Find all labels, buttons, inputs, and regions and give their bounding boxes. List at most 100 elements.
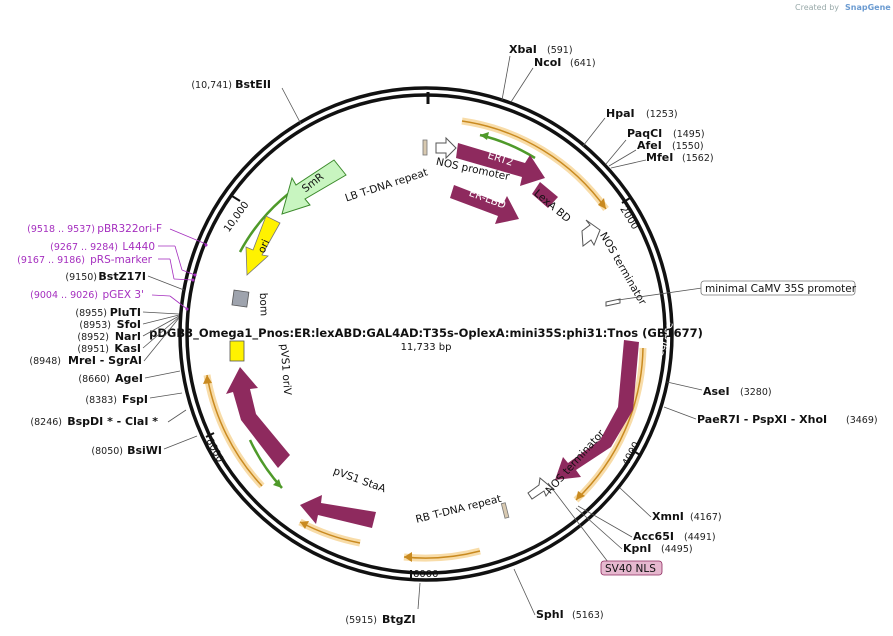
enzyme-sfoi-pos: (8953) [79,320,111,331]
er-lbd-arrow[interactable] [450,185,519,224]
enzyme-sphi[interactable]: SphI [536,608,564,621]
primer-l4440[interactable]: L4440 [122,241,155,253]
orange-arrow-left [203,375,212,384]
sv40-label: SV40 NLS [605,563,656,575]
orange-arrow-staa [300,521,309,529]
enzyme-mfei-pos: (1562) [682,153,714,164]
enzyme-bsteii-pos: (10,741) [191,80,232,91]
enzyme-afei[interactable]: AfeI [637,139,662,152]
orange-arrow-ert2 [598,198,606,209]
enzyme-btgzi[interactable]: BtgZI [382,613,416,626]
created-by-text: Created by [795,3,839,12]
enzyme-agei-pos: (8660) [78,374,110,385]
tick-label-6000: 6000 [413,569,438,580]
orange-arc-phic31-line [575,347,644,501]
enzyme-bspdi-clai-pos: (8246) [30,417,62,428]
nos-promoter-arrow[interactable] [435,136,457,160]
enzyme-sfoi[interactable]: SfoI [117,318,141,331]
orange-arrow-bottom [404,552,412,562]
primer-prs-range: (9167 .. 9186) [17,255,85,266]
enzyme-ncoi-pos: (641) [570,58,596,69]
nos-terminator-1-label: NOS terminator [597,230,649,308]
nos-terminator-2-label: NOS terminator [543,427,607,496]
enzyme-paqci[interactable]: PaqCI [627,127,662,140]
pvs1-staa-arrow[interactable] [300,495,376,528]
primer-leaders [151,228,208,311]
enzyme-kasi[interactable]: KasI [114,342,141,355]
lb-small-box[interactable] [422,139,428,156]
lb-tdna-label: LB T-DNA repeat [344,166,430,204]
primer-pbr322-range: (9518 .. 9537) [27,224,95,235]
enzyme-nari[interactable]: NarI [115,330,141,343]
enzyme-mfei[interactable]: MfeI [646,151,673,164]
bom-box[interactable] [231,289,250,308]
enzyme-fspi-pos: (8383) [85,395,117,406]
enzyme-btgzi-pos: (5915) [345,615,377,626]
camv-label: minimal CaMV 35S promoter [705,283,857,295]
plasmid-size: 11,733 bp [401,342,452,353]
primer-pgex[interactable]: pGEX 3' [102,289,144,301]
phic31-integrase-arrow[interactable] [555,340,639,480]
camv-leader [617,287,703,301]
pvs1-oriv-box[interactable] [229,340,245,362]
enzyme-hpai-pos: (1253) [646,109,678,120]
enzyme-bstz17i-pos: (9150) [65,272,97,283]
enzyme-paer7i-pspxi-xhoi[interactable]: PaeR7I - PspXI - XhoI [697,413,827,426]
backbone-outer [178,86,674,582]
nos-terminator-1-arrow[interactable] [581,219,601,247]
primer-l4440-range: (9267 .. 9284) [50,242,118,253]
snapgene-logo: SnapGene [845,3,891,12]
tick-8000 [205,432,215,438]
enzyme-bsiwi[interactable]: BsiWI [127,444,162,457]
tick-label-8000: 8000 [203,437,225,465]
enzyme-mrei-sgrai-pos: (8948) [29,356,61,367]
orange-arc-left-line [206,374,263,487]
enzyme-xmni[interactable]: XmnI [652,510,684,523]
primer-prs[interactable]: pRS-marker [90,254,153,266]
enzyme-bstz17i[interactable]: BstZ17I [98,270,146,283]
enzyme-asei[interactable]: AseI [703,385,730,398]
enzyme-xbai[interactable]: XbaI [509,43,537,56]
enzyme-bsteii[interactable]: BstEII [235,78,271,91]
enzyme-ncoi[interactable]: NcoI [534,56,561,69]
enzyme-paqci-pos: (1495) [673,129,705,140]
rb-small-box[interactable] [500,502,510,519]
enzyme-pluti-pos: (8955) [75,308,107,319]
nos-terminator-2-arrow[interactable] [527,477,553,500]
bom-label: bom [257,293,270,317]
camv-35s-box[interactable] [605,298,621,307]
smr-arrow[interactable] [281,159,347,215]
camv-callout-box[interactable] [700,280,856,296]
enzyme-hpai[interactable]: HpaI [606,107,635,120]
tick-4000 [631,449,641,456]
enzyme-kpni[interactable]: KpnI [623,542,651,555]
enzyme-kpni-pos: (4495) [661,544,693,555]
pvs1-repa-arrow[interactable] [226,367,290,468]
enzyme-mrei-sgrai[interactable]: MreI - SgrAI [68,354,142,367]
green-arrow-repa [273,479,282,488]
enzyme-asei-pos: (3280) [740,387,772,398]
primer-pbr322[interactable]: pBR322ori-F [97,223,162,235]
sv40-callout-box[interactable] [600,560,663,576]
enzyme-fspi[interactable]: FspI [122,393,148,406]
enzyme-agei[interactable]: AgeI [115,372,143,385]
enzyme-sphi-pos: (5163) [572,610,604,621]
pvs1-staa-label: pVS1 StaA [332,465,388,495]
enzyme-paer7i-pspxi-xhoi-pos: (3469) [846,415,878,426]
enzyme-acc65i-pos: (4491) [684,532,716,543]
orange-arrow-phic31 [576,491,585,500]
tick-10000 [231,195,241,202]
green-arrow-ert2 [480,132,489,140]
ert2-arrow[interactable] [456,143,545,186]
ori-arrow[interactable] [245,215,281,276]
primer-pgex-range: (9004 .. 9026) [30,290,98,301]
pvs1-oriv-label: pVS1 oriV [278,343,294,396]
enzyme-bsiwi-pos: (8050) [91,446,123,457]
plasmid-title: pDGB3_Omega1_Pnos:ER:lexABD:GAL4AD:T35s-… [149,326,703,341]
enzyme-bspdi-clai[interactable]: BspDI * - ClaI * [67,415,158,428]
tick-2000 [621,197,631,204]
enzyme-pluti[interactable]: PluTI [110,306,141,319]
lexa-bd-arrow[interactable] [532,182,558,208]
enzyme-acc65i[interactable]: Acc65I [633,530,674,543]
